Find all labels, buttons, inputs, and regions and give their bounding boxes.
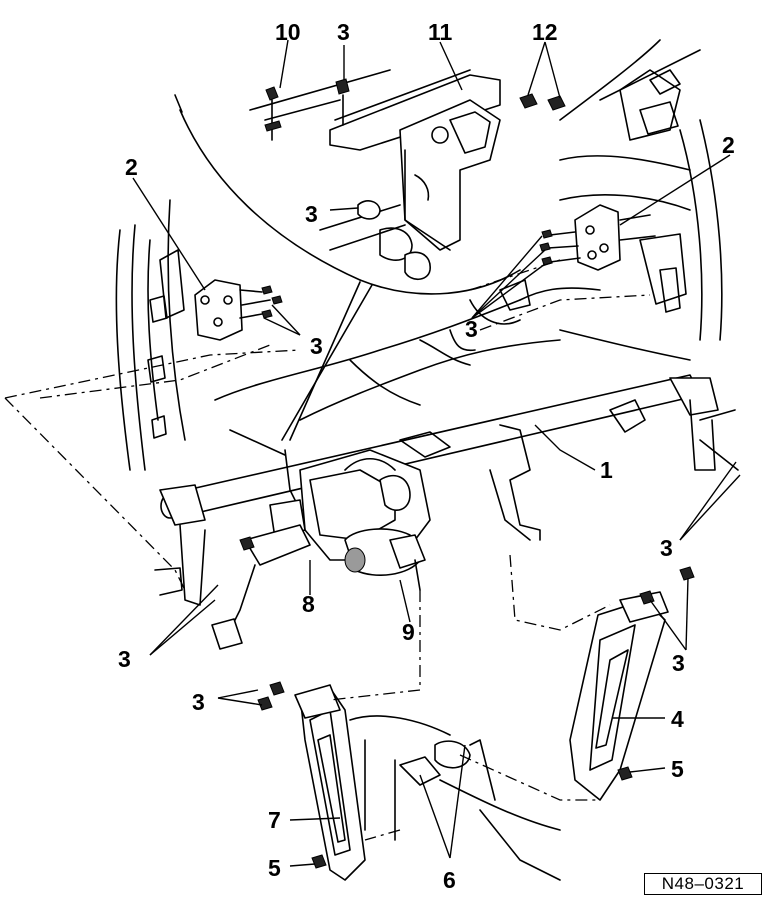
callout-10: 10 (275, 19, 301, 45)
callout-5-right: 5 (671, 756, 684, 782)
hinge-bracket-right (539, 204, 656, 271)
support-bracket-7 (257, 681, 366, 881)
callout-11: 11 (428, 19, 453, 45)
floor-mount-6 (349, 715, 561, 881)
callout-3-left-lower: 3 (118, 646, 131, 672)
reference-code-label: N48–0321 (644, 873, 762, 895)
callout-3-detail-left: 3 (305, 201, 318, 227)
callout-3-right-lower: 3 (660, 535, 673, 561)
callout-6: 6 (443, 867, 456, 893)
callout-1: 1 (600, 457, 613, 483)
callout-8: 8 (302, 591, 315, 617)
detail-bracket-11 (249, 69, 501, 281)
body-right-panel (559, 39, 723, 341)
callout-3-center: 3 (465, 316, 478, 342)
callout-5-left: 5 (268, 855, 281, 881)
callout-4: 4 (671, 706, 684, 732)
callout-3-bracket-7: 3 (192, 689, 205, 715)
callout-3-left-hinge: 3 (310, 333, 323, 359)
hinge-bracket-left (194, 279, 283, 341)
firewall-floor (214, 279, 691, 421)
cross-member-1 (154, 374, 739, 606)
body-left-pillar (115, 199, 186, 471)
support-bracket-4 (569, 566, 695, 801)
leader-lines (132, 39, 741, 867)
callout-2-right: 2 (722, 132, 735, 158)
callout-12: 12 (532, 19, 558, 45)
callout-7: 7 (268, 807, 281, 833)
callout-9: 9 (402, 619, 415, 645)
callout-3-detail-top: 3 (337, 19, 350, 45)
detail-circle (174, 94, 521, 441)
detail-fasteners (264, 78, 566, 220)
sensor-8 (211, 524, 311, 650)
callout-3-bracket-4: 3 (672, 650, 685, 676)
actuator-9 (344, 528, 426, 591)
callout-2-left: 2 (125, 154, 138, 180)
callouts: 10 3 11 12 2 2 3 3 3 1 3 3 8 9 3 3 4 5 7… (118, 19, 735, 893)
alignment-lines (4, 259, 651, 841)
